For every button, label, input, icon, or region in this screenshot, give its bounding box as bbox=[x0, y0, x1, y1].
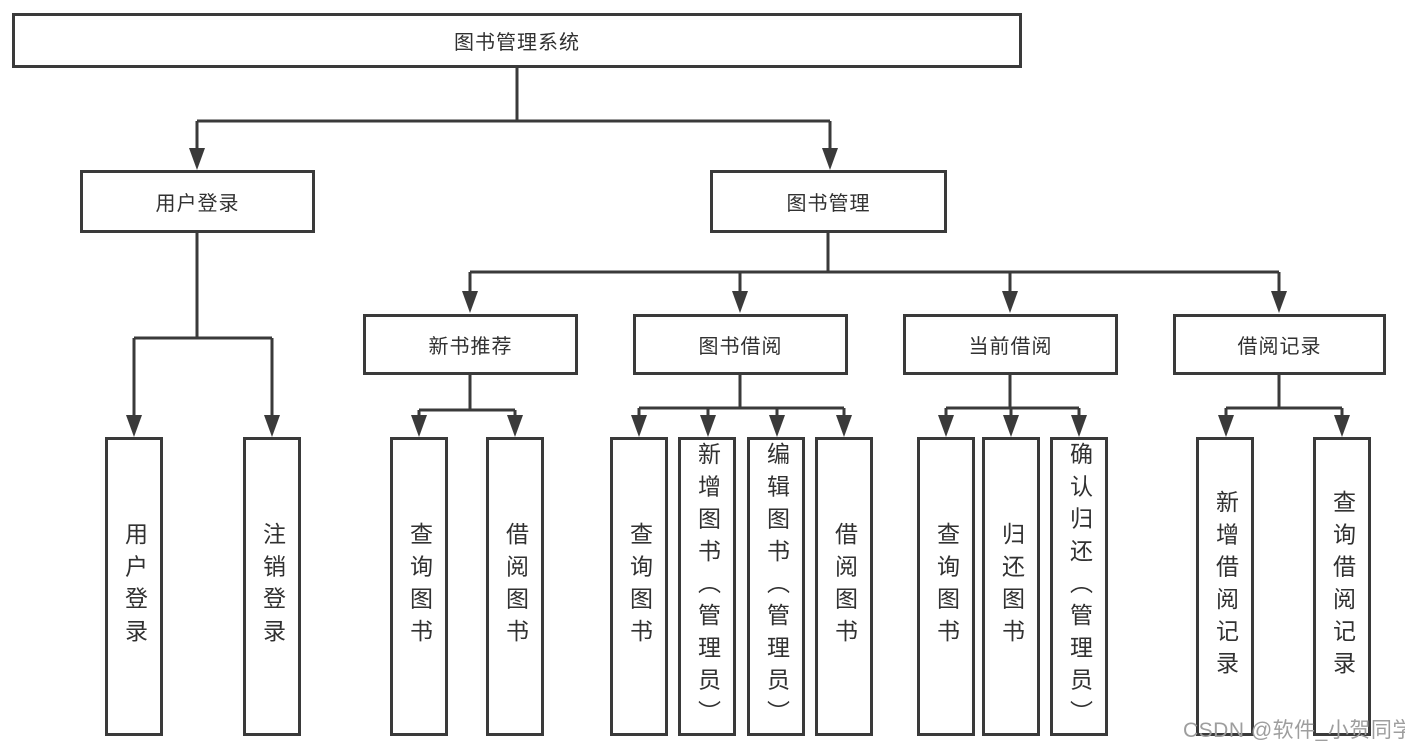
leaf-borrowing-borrow-books: 借阅图书 bbox=[815, 437, 873, 736]
leaf-current-return-books: 归还图书 bbox=[982, 437, 1040, 736]
leaf-borrowing-add-books-admin: 新增图书（管理员） bbox=[678, 437, 736, 736]
node-root: 图书管理系统 bbox=[12, 13, 1022, 68]
leaf-recommend-borrow-books-label: 借阅图书 bbox=[502, 522, 529, 651]
node-current-borrowing: 当前借阅 bbox=[903, 314, 1118, 375]
node-new-book-recommend-label: 新书推荐 bbox=[428, 336, 513, 358]
leaf-recommend-query-books: 查询图书 bbox=[390, 437, 448, 736]
leaf-borrowing-borrow-books-label: 借阅图书 bbox=[831, 522, 858, 651]
node-new-book-recommend: 新书推荐 bbox=[363, 314, 578, 375]
leaf-borrowing-query-books-label: 查询图书 bbox=[626, 522, 653, 651]
node-book-borrowing: 图书借阅 bbox=[633, 314, 848, 375]
node-borrow-records: 借阅记录 bbox=[1173, 314, 1386, 375]
node-borrow-records-label: 借阅记录 bbox=[1237, 336, 1322, 358]
leaf-current-query-books: 查询图书 bbox=[917, 437, 975, 736]
node-root-label: 图书管理系统 bbox=[454, 32, 580, 54]
leaf-recommend-borrow-books: 借阅图书 bbox=[486, 437, 544, 736]
leaf-current-confirm-return-admin: 确认归还（管理员） bbox=[1050, 437, 1108, 736]
node-book-management: 图书管理 bbox=[710, 170, 947, 233]
leaf-records-add-record-label: 新增借阅记录 bbox=[1212, 489, 1239, 684]
leaf-logout-label: 注销登录 bbox=[259, 522, 286, 651]
node-book-borrowing-label: 图书借阅 bbox=[698, 336, 783, 358]
leaf-records-add-record: 新增借阅记录 bbox=[1196, 437, 1254, 736]
leaf-current-confirm-return-admin-label: 确认归还（管理员） bbox=[1066, 441, 1093, 732]
node-book-management-label: 图书管理 bbox=[786, 193, 871, 215]
leaf-user-login: 用户登录 bbox=[105, 437, 163, 736]
leaf-recommend-query-books-label: 查询图书 bbox=[406, 522, 433, 651]
leaf-current-query-books-label: 查询图书 bbox=[933, 522, 960, 651]
leaf-records-query-record: 查询借阅记录 bbox=[1313, 437, 1371, 736]
leaf-borrowing-add-books-admin-label: 新增图书（管理员） bbox=[694, 441, 721, 732]
leaf-current-return-books-label: 归还图书 bbox=[998, 522, 1025, 651]
csdn-watermark: CSDN @软件_小贺同学 bbox=[1183, 719, 1405, 742]
leaf-borrowing-edit-books-admin: 编辑图书（管理员） bbox=[747, 437, 805, 736]
leaf-logout: 注销登录 bbox=[243, 437, 301, 736]
arrowheads bbox=[126, 148, 1350, 437]
leaf-user-login-label: 用户登录 bbox=[121, 522, 148, 651]
node-current-borrowing-label: 当前借阅 bbox=[968, 336, 1053, 358]
node-user-login-group: 用户登录 bbox=[80, 170, 315, 233]
leaf-records-query-record-label: 查询借阅记录 bbox=[1329, 489, 1356, 684]
node-user-login-group-label: 用户登录 bbox=[155, 193, 240, 215]
leaf-borrowing-query-books: 查询图书 bbox=[610, 437, 668, 736]
leaf-borrowing-edit-books-admin-label: 编辑图书（管理员） bbox=[763, 441, 790, 732]
